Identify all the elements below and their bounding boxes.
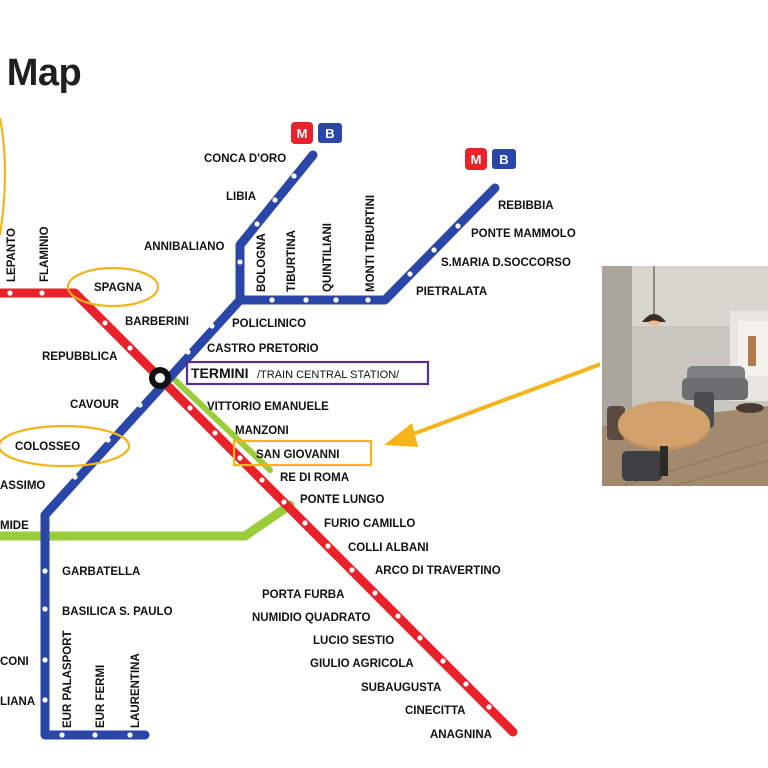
station-arco: ARCO DI TRAVERTINO [375,565,501,577]
station-tiburtina: TIBURTINA [286,230,298,292]
station-cavour: CAVOUR [70,399,120,411]
highlight-colosseo [0,424,131,468]
station-monti-tiburtini: MONTI TIBURTINI [365,195,377,292]
station-lucio-sestio: LUCIO SESTIO [313,635,394,647]
station-castro-pretorio: CASTRO PRETORIO [207,343,319,355]
station-pietralata: PIETRALATA [416,286,487,298]
metro-badge-top: M B [291,122,342,144]
line-a [0,288,518,737]
station-lepanto: LEPANTO [6,228,18,282]
station-re-di-roma: RE DI ROMA [280,472,349,484]
station-circo-massimo: ASSIMO [0,480,45,492]
station-ponte-mammolo: PONTE MAMMOLO [471,228,576,240]
station-giulio-agricola: GIULIO AGRICOLA [310,658,414,670]
station-colosseo: COLOSSEO [15,441,80,453]
page-title: o Map [0,52,82,94]
station-manzoni: MANZONI [235,425,289,437]
apartment-photo [602,266,768,486]
station-santa-maria: S.MARIA D.SOCCORSO [441,257,571,269]
station-policlinico: POLICLINICO [232,318,306,330]
highlight-termini [185,360,430,386]
pointer-arrow-head [384,423,418,447]
station-furio-camillo: FURIO CAMILLO [324,518,415,530]
station-termini: TERMINI [191,365,249,381]
station-spagna: SPAGNA [94,282,142,294]
station-marconi: CONI [0,656,29,668]
station-cinecitta: CINECITTA [405,705,465,717]
station-piramide: MIDE [0,520,29,532]
station-bologna: BOLOGNA [256,233,268,292]
station-anagnina: ANAGNINA [430,729,492,741]
station-magliana: LIANA [0,696,35,708]
svg-text:B: B [499,152,508,167]
line-b [40,183,500,740]
station-barberini: BARBERINI [125,316,189,328]
station-laurentina: LAURENTINA [130,653,142,728]
svg-text:M: M [297,126,308,141]
line-c [0,500,295,541]
highlight-spagna [66,266,160,308]
station-ponte-lungo: PONTE LUNGO [300,494,384,506]
station-dots [7,173,492,738]
station-conca-doro: CONCA D'ORO [204,153,286,165]
station-repubblica: REPUBBLICA [42,351,117,363]
station-basilica: BASILICA S. PAULO [62,606,173,618]
station-quintiliani: QUINTILIANI [322,223,334,292]
station-colli-albani: COLLI ALBANI [348,542,429,554]
station-rebibbia: REBIBBIA [498,200,554,212]
pointer-arrow [404,362,600,439]
station-numidio: NUMIDIO QUADRATO [252,612,370,624]
highlight-oval-left [0,117,7,236]
line-c-spur [172,377,273,473]
station-eur-palasport: EUR PALASPORT [62,630,74,728]
station-libia: LIBIA [226,191,256,203]
metro-badge-right: M B [465,148,516,170]
line-b1 [235,150,318,305]
station-garbatella: GARBATELLA [62,566,140,578]
station-vittorio: VITTORIO EMANUELE [207,401,329,413]
metro-map[interactable]: M B M B LEPANTO FLAMINIO BOLOGNA TIBURTI… [0,0,600,768]
station-subaugusta: SUBAUGUSTA [361,682,441,694]
svg-text:M: M [471,152,482,167]
station-eur-fermi: EUR FERMI [95,665,107,728]
station-porta-furba: PORTA FURBA [262,589,344,601]
station-flaminio: FLAMINIO [39,226,51,282]
svg-text:B: B [325,126,334,141]
station-san-giovanni: SAN GIOVANNI [256,449,340,461]
station-annibaliano: ANNIBALIANO [144,241,225,253]
station-termini-note: /TRAIN CENTRAL STATION/ [257,369,400,381]
highlight-san-giovanni [232,439,373,467]
